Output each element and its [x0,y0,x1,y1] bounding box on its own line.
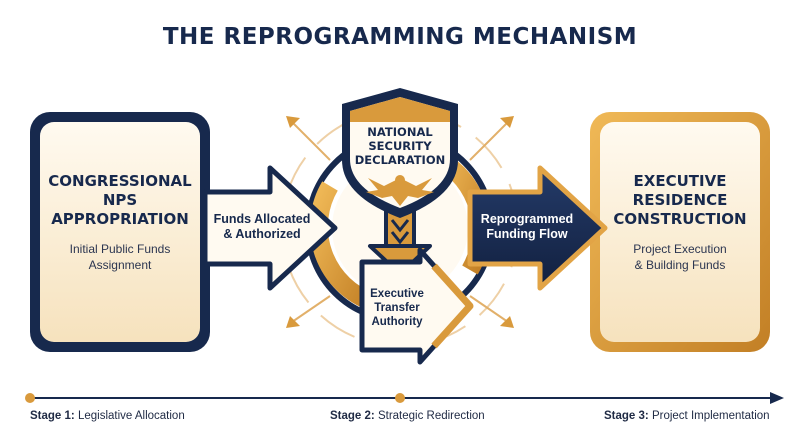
arrow-right-line: Funding Flow [486,227,568,241]
left-title-line: APPROPRIATION [51,210,189,228]
reprogrammed-flow-label: Reprogrammed Funding Flow [472,212,582,242]
shield-label: NATIONAL SECURITY DECLARATION [350,125,450,167]
right-box-description: Project Execution & Building Funds [600,241,760,273]
timeline-dot-1 [25,393,35,403]
right-title-line: EXECUTIVE [633,172,727,190]
stage-1-label: Stage 1: Legislative Allocation [30,410,185,422]
transfer-authority-label: Executive Transfer Authority [364,287,430,329]
left-desc-line: Assignment [88,258,152,272]
stage-number: Stage 1: [30,410,75,422]
funds-allocated-arrow [202,165,338,291]
right-box-text: EXECUTIVE RESIDENCE CONSTRUCTION Project… [600,172,760,273]
diagram-title: THE REPROGRAMMING MECHANISM [162,24,638,50]
arrow-right-line: Reprogrammed [480,212,574,226]
stage-3-label: Stage 3: Project Implementation [604,410,770,422]
right-title-line: CONSTRUCTION [613,210,747,228]
left-desc-line: Initial Public Funds [69,242,171,256]
shield-line: NATIONAL [367,125,433,139]
shield-line: SECURITY [368,139,432,153]
transfer-line: Executive [370,288,424,300]
right-box-title: EXECUTIVE RESIDENCE CONSTRUCTION [600,172,760,229]
right-title-line: RESIDENCE [632,191,728,209]
timeline [25,392,784,404]
stage-text: Legislative Allocation [77,410,185,422]
arrow-left-line: & Authorized [223,227,301,241]
right-box [590,112,770,352]
shield-line: DECLARATION [354,153,446,167]
right-desc-line: & Building Funds [634,258,726,272]
stage-number: Stage 3: [604,410,649,422]
transfer-line: Transfer [374,302,420,314]
transfer-line: Authority [371,316,423,328]
stage-text: Project Implementation [651,410,770,422]
left-title-line: CONGRESSIONAL [48,172,192,190]
left-box-text: CONGRESSIONAL NPS APPROPRIATION Initial … [40,172,200,273]
left-box-description: Initial Public Funds Assignment [40,241,200,273]
left-box-title: CONGRESSIONAL NPS APPROPRIATION [40,172,200,229]
arrow-left-line: Funds Allocated [213,212,311,226]
transfer-arrow-shape [359,247,474,365]
funds-allocated-label: Funds Allocated & Authorized [207,212,317,242]
left-title-line: NPS [102,191,138,209]
timeline-dot-2 [395,393,405,403]
right-desc-line: Project Execution [633,242,727,256]
stage-text: Strategic Redirection [377,410,485,422]
stage-2-label: Stage 2: Strategic Redirection [330,410,485,422]
eagle-icon [366,175,434,206]
ray-arrowheads [286,116,514,328]
reprogrammed-arrow [467,165,608,291]
left-box [30,112,210,352]
stage-number: Stage 2: [330,410,375,422]
security-shield [342,88,458,218]
